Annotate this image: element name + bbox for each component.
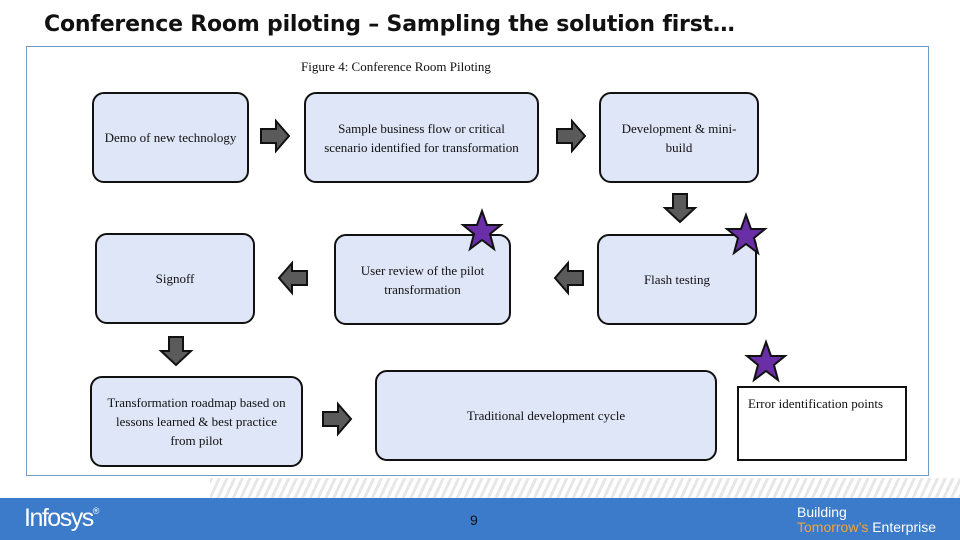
tagline-accent-word: Tomorrow’s xyxy=(797,519,869,535)
arrow-down-icon xyxy=(158,336,194,367)
figure-caption: Figure 4: Conference Room Piloting xyxy=(301,59,491,74)
page-number: 9 xyxy=(470,512,478,528)
logo-text: Infosys xyxy=(24,504,94,532)
registered-mark: ® xyxy=(92,506,100,516)
arrow-right-icon xyxy=(556,118,587,154)
node-sample: Sample business flow or critical scenari… xyxy=(304,92,539,183)
node-flash: Flash testing xyxy=(597,234,757,325)
decorative-stripes xyxy=(210,478,960,498)
arrow-down-icon xyxy=(662,193,698,224)
tagline-word: Enterprise xyxy=(872,519,937,535)
node-review: User review of the pilot transformation xyxy=(334,234,511,325)
error-star-icon xyxy=(460,208,504,252)
slide-title: Conference Room piloting – Sampling the … xyxy=(44,12,735,37)
error-star-icon xyxy=(724,212,768,256)
footer-bar xyxy=(0,498,960,540)
legend-star-icon xyxy=(744,339,788,383)
node-signoff: Signoff xyxy=(95,233,255,324)
tagline-line1: Building xyxy=(797,504,847,520)
arrow-left-icon xyxy=(277,260,308,296)
arrow-right-icon xyxy=(322,401,353,437)
node-traditional: Traditional development cycle xyxy=(375,370,717,461)
legend-box: Error identification points xyxy=(737,386,907,461)
node-development: Development & mini-build xyxy=(599,92,759,183)
tagline: Building Tomorrow’s Enterprise xyxy=(797,505,936,535)
arrow-right-icon xyxy=(260,118,291,154)
arrow-left-icon xyxy=(553,260,584,296)
node-roadmap: Transformation roadmap based on lessons … xyxy=(90,376,303,467)
node-demo: Demo of new technology xyxy=(92,92,249,183)
tagline-line2: Tomorrow’s Enterprise xyxy=(797,520,936,535)
infosys-logo: Infosys® xyxy=(24,504,99,533)
